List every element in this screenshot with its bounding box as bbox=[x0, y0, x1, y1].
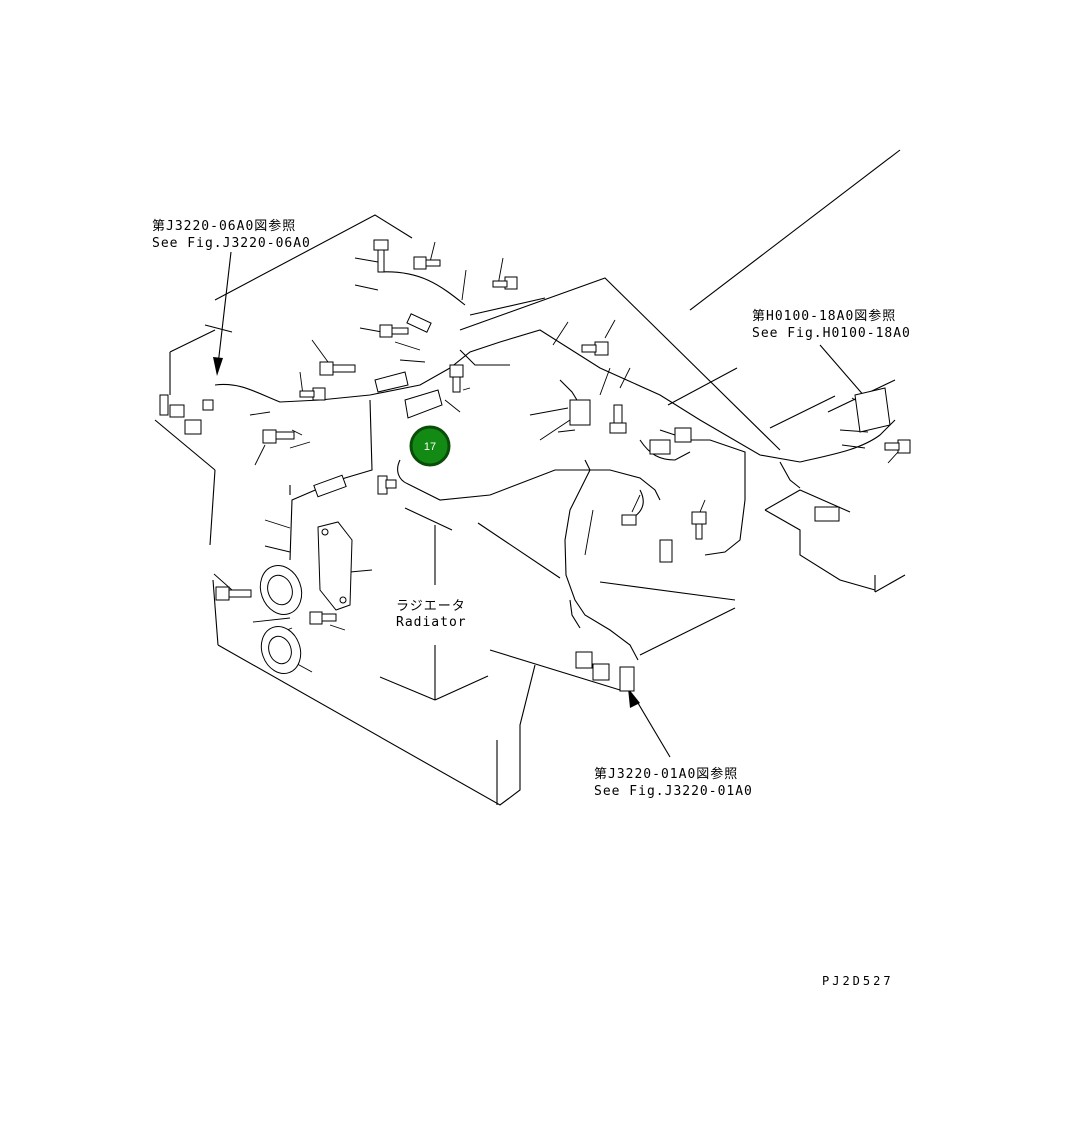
connector bbox=[184, 419, 202, 435]
clamp bbox=[313, 474, 347, 498]
connector bbox=[575, 651, 593, 669]
connector bbox=[592, 663, 610, 681]
bolt bbox=[377, 475, 397, 495]
bolt bbox=[609, 404, 627, 434]
junction-block bbox=[569, 399, 591, 426]
bolt bbox=[691, 511, 707, 540]
bolt bbox=[309, 611, 337, 625]
bolt bbox=[449, 364, 464, 393]
ref-right-en: See Fig.H0100-18A0 bbox=[752, 326, 911, 341]
bolt-hole bbox=[339, 596, 347, 604]
frame-outline bbox=[154, 149, 906, 806]
connector bbox=[159, 394, 169, 416]
callout-circle[interactable] bbox=[409, 425, 451, 467]
sensor bbox=[659, 539, 673, 563]
connector bbox=[674, 427, 692, 443]
bolt bbox=[406, 313, 432, 333]
bolt bbox=[413, 256, 441, 270]
ref-right-jp: 第H0100-18A0図参照 bbox=[752, 308, 896, 324]
bolt bbox=[492, 276, 518, 290]
sensor bbox=[621, 514, 637, 526]
radiator-label-jp: ラジエータ bbox=[396, 599, 466, 614]
bolt bbox=[215, 586, 252, 601]
connector bbox=[202, 399, 214, 411]
ref-bottom-jp: 第J3220-01A0図参照 bbox=[594, 766, 738, 782]
bolt bbox=[299, 387, 326, 401]
bolt bbox=[373, 239, 389, 273]
callout-17[interactable]: 17 bbox=[409, 425, 451, 467]
clip bbox=[374, 371, 409, 393]
bracket bbox=[854, 387, 891, 433]
leader-lines bbox=[213, 241, 899, 673]
components bbox=[159, 239, 911, 692]
bracket-plate bbox=[317, 521, 353, 611]
drawing-code: PJ2D527 bbox=[822, 974, 894, 988]
bolt bbox=[581, 341, 609, 356]
mount bbox=[814, 506, 840, 522]
connector bbox=[649, 439, 671, 455]
callout-number[interactable]: 17 bbox=[424, 441, 436, 453]
ref-bottom-en: See Fig.J3220-01A0 bbox=[594, 784, 753, 799]
horn bbox=[260, 626, 302, 674]
bolt bbox=[319, 361, 356, 376]
horn bbox=[259, 565, 303, 615]
relay-box bbox=[404, 389, 443, 419]
radiator-label-en: Radiator bbox=[396, 615, 467, 630]
ref-top-left-jp: 第J3220-06A0図参照 bbox=[152, 218, 296, 234]
bolt bbox=[262, 429, 295, 444]
ref-top-left-en: See Fig.J3220-06A0 bbox=[152, 236, 311, 251]
connector bbox=[619, 666, 635, 692]
bolt-hole bbox=[321, 528, 329, 536]
bolt bbox=[884, 439, 911, 454]
connector bbox=[169, 404, 185, 418]
bolt bbox=[379, 324, 409, 338]
